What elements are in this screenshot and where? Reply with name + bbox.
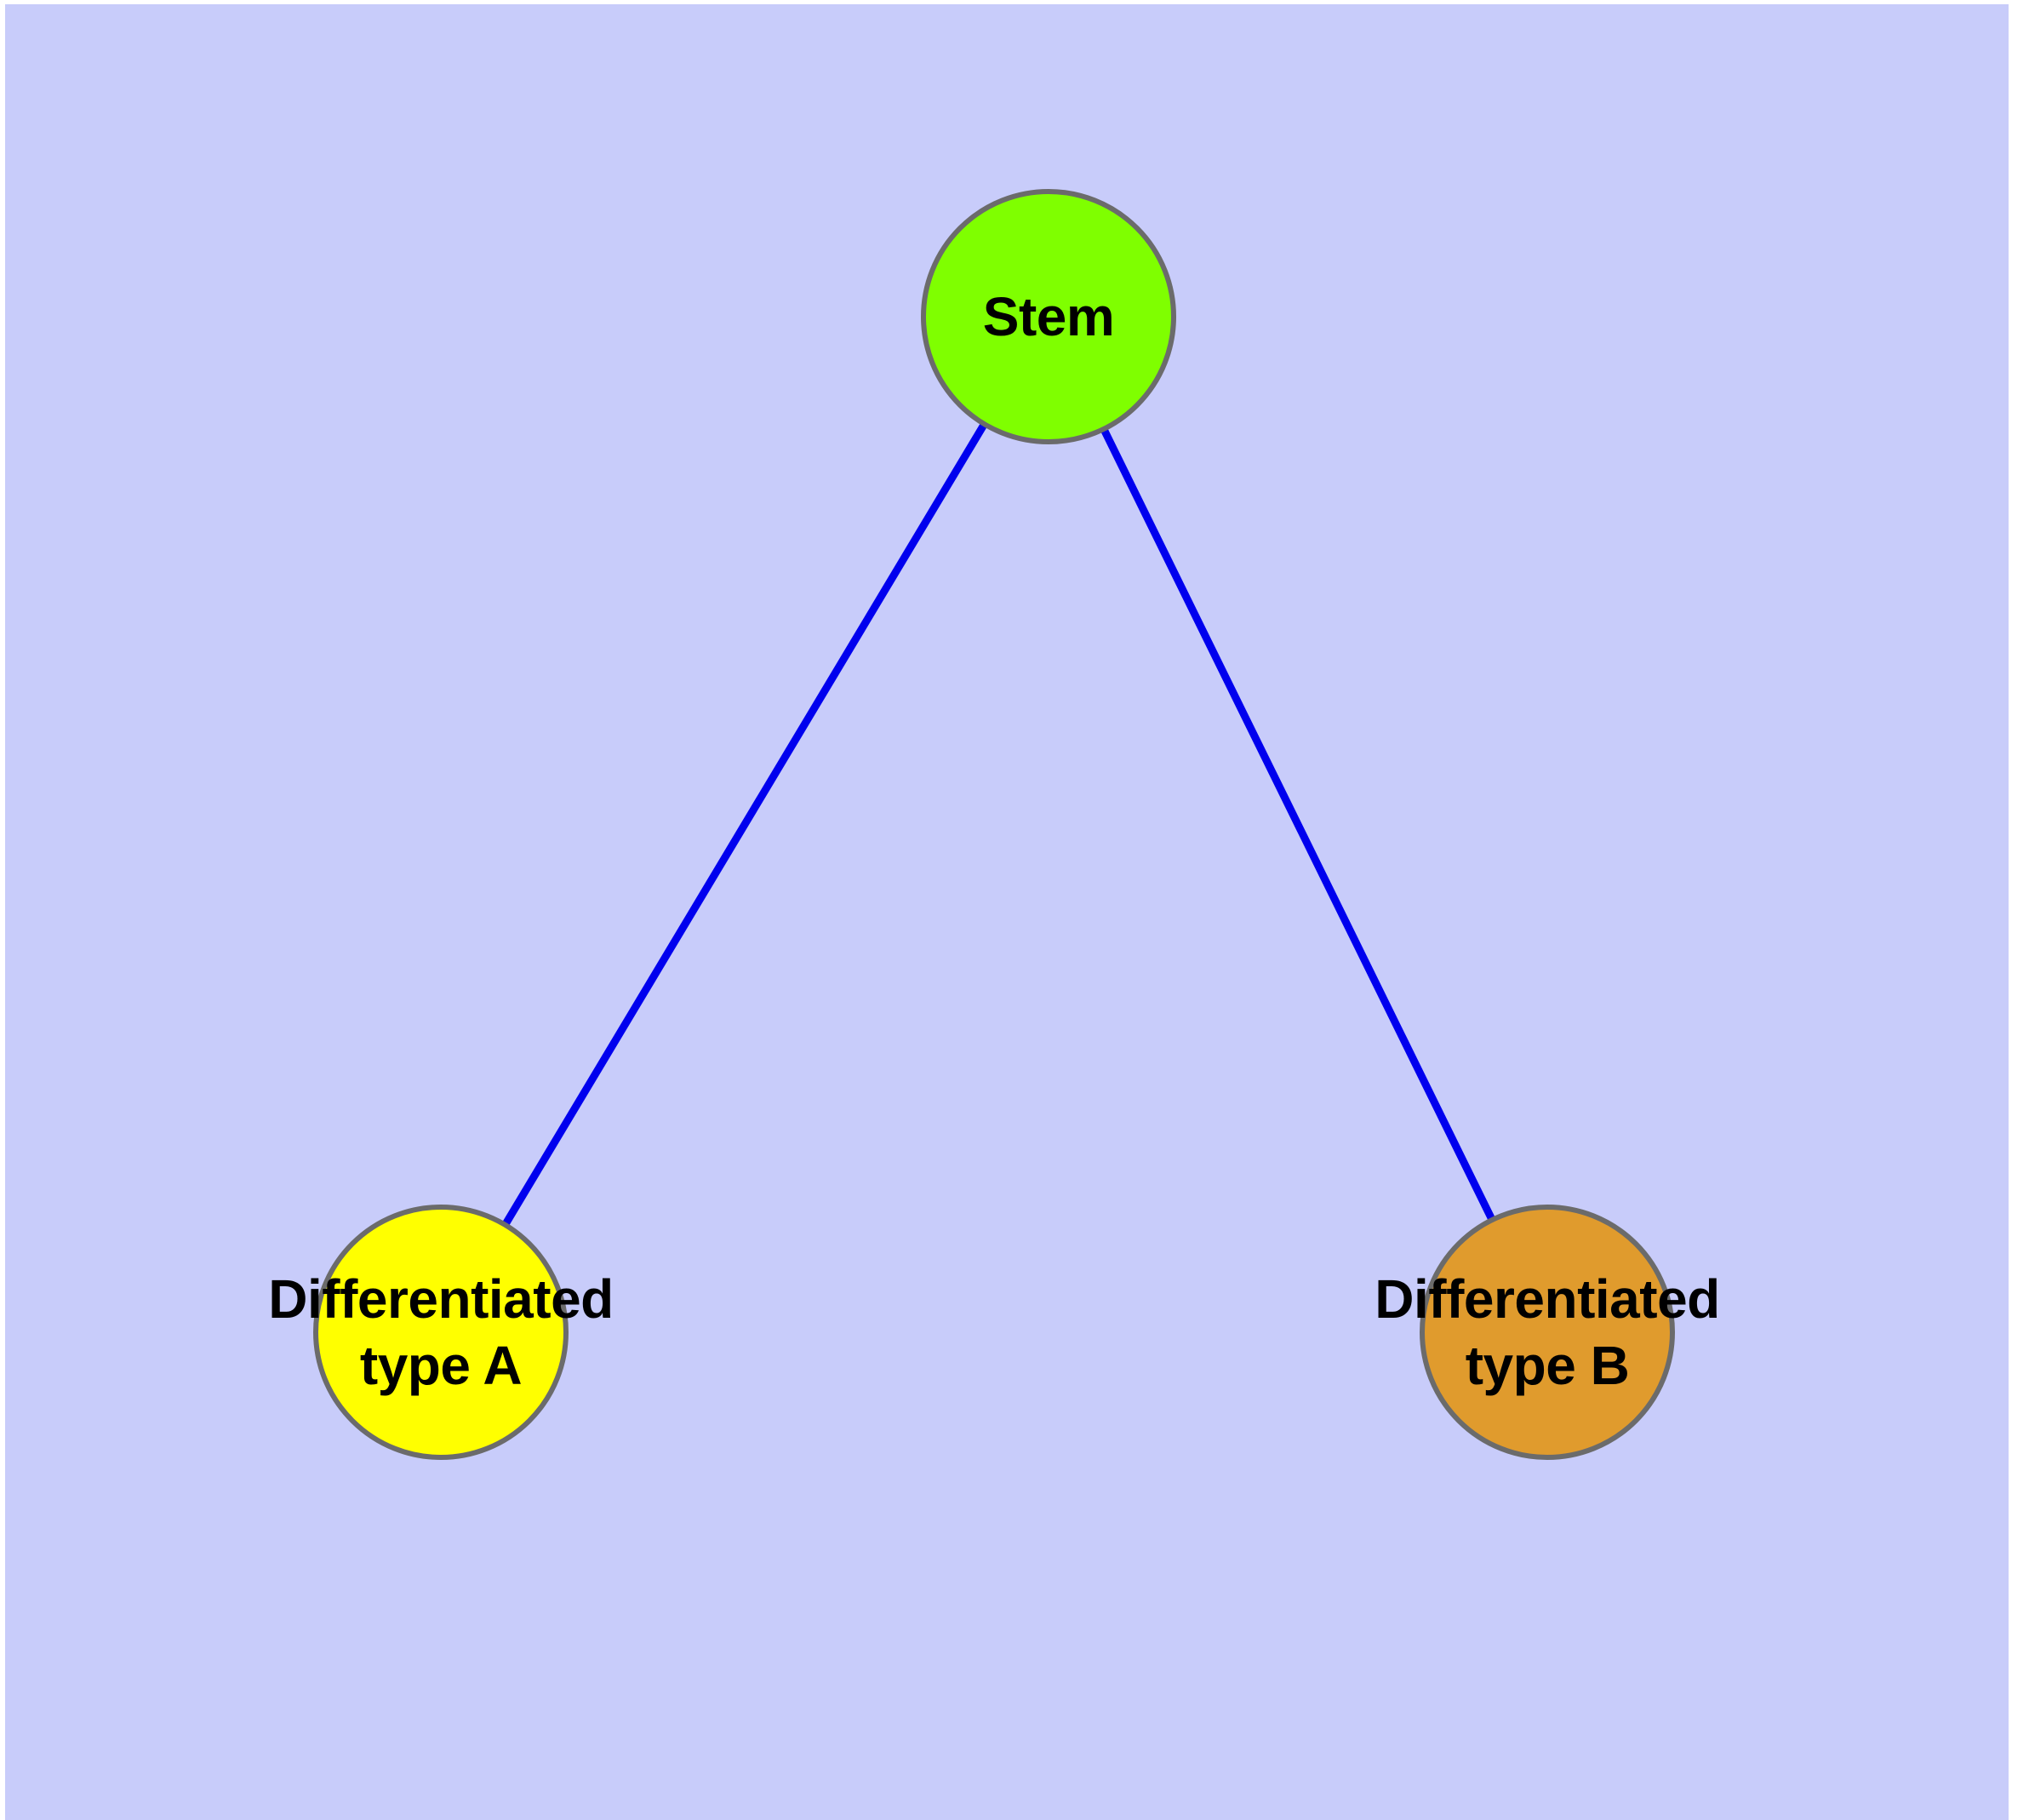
node-differentiated-type-a[interactable]	[313, 1205, 569, 1460]
edge-stem-to-differentiated-type-a	[437, 314, 1052, 1335]
edge-stem-to-differentiated-type-b	[1044, 315, 1552, 1334]
node-stem-label: Stem	[982, 285, 1115, 347]
node-stem[interactable]: Stem	[921, 189, 1176, 444]
node-differentiated-type-b[interactable]	[1420, 1205, 1675, 1460]
